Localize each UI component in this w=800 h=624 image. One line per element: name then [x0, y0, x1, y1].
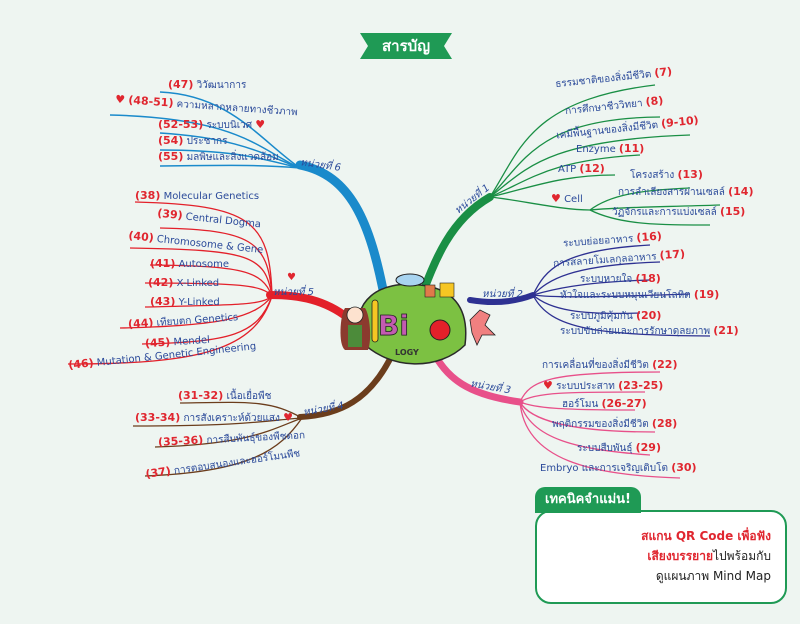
unit-6-trunk [295, 160, 390, 305]
unit-4-trunk [297, 352, 395, 420]
topic-item[interactable]: (52-53) ระบบนิเวศ ♥ [158, 118, 266, 132]
page-title: สารบัญ [382, 37, 430, 55]
topic-subitem[interactable]: วัฏจักรและการแบ่งเซลล์ (15) [612, 205, 746, 219]
unit-6-twigs [109, 91, 301, 169]
crab-icon [424, 284, 436, 298]
tip-text: สแกน QR Code เพื่อฟัง เสียงบรรยายไปพร้อม… [641, 529, 771, 583]
center-biology-illustration: Bi LOGY [340, 273, 496, 365]
heart-icon: ♥ [114, 92, 126, 107]
unit-5-twigs [67, 201, 273, 365]
topic-item[interactable]: (33-34) การสังเคราะห์ด้วยแสง ♥ [135, 411, 293, 425]
topic-item[interactable]: ระบบขับถ่ายและการรักษาดุลยภาพ (21) [560, 324, 739, 338]
topic-item[interactable]: ระบบสืบพันธุ์ (29) [577, 441, 661, 455]
unit-1-twigs [489, 84, 721, 226]
heart-icon: ♥ [551, 192, 561, 205]
unit-label-2[interactable]: หน่วยที่ 2 [482, 289, 524, 300]
leaf-icon [357, 283, 467, 365]
topic-item[interactable]: ATP (12) [558, 162, 605, 176]
topic-item[interactable]: Embryo และการเจริญเติบโต (30) [540, 461, 697, 475]
apple-icon [429, 319, 451, 341]
fries-icon [439, 282, 455, 298]
heart-icon: ♥ [255, 118, 266, 131]
topic-item[interactable]: (54) ประชากร [158, 134, 228, 148]
starfish-icon [469, 309, 496, 346]
tip-box: สแกน QR Code เพื่อฟัง เสียงบรรยายไปพร้อม… [535, 510, 787, 604]
unit-5-trunk [266, 291, 352, 322]
unit-1-trunk [416, 193, 494, 304]
topic-subitem[interactable]: การลำเลียงสารผ่านเซลล์ (14) [618, 185, 754, 199]
topic-item[interactable]: Enzyme (11) [576, 142, 645, 156]
title-ribbon: สารบัญ [360, 33, 452, 59]
heart-icon: ♥ [543, 379, 553, 392]
heart-icon: ♥ [283, 411, 293, 424]
topic-item[interactable]: (42) X-Linked [148, 276, 220, 290]
heart-icon: ♥ [287, 272, 296, 283]
unit-2-trunk [467, 292, 536, 306]
svg-text:LOGY: LOGY [395, 348, 419, 357]
svg-text:Bi: Bi [378, 309, 409, 342]
unit-3-twigs [519, 371, 681, 479]
topic-item[interactable]: ♥ Cell [551, 192, 583, 206]
topic-item[interactable]: ระบบหายใจ (18) [580, 272, 661, 286]
topic-item[interactable]: (55) มลพิษและสิ่งแวดล้อม [158, 150, 279, 164]
topic-item[interactable]: ♥ ระบบประสาท (23-25) [543, 379, 664, 393]
unit-2-twigs [532, 244, 711, 337]
girl-icon [340, 306, 371, 350]
caterpillar-icon [371, 299, 379, 343]
unit-4-twigs [132, 401, 303, 477]
topic-item[interactable]: (38) Molecular Genetics [135, 189, 260, 203]
topic-item[interactable]: การเคลื่อนที่ของสิ่งมีชีวิต (22) [542, 358, 678, 372]
topic-item[interactable]: ฮอร์โมน (26-27) [562, 397, 647, 411]
fish-icon [395, 273, 425, 287]
topic-item[interactable]: พฤติกรรมของสิ่งมีชีวิต (28) [552, 417, 678, 431]
topic-item[interactable]: ระบบภูมิคุ้มกัน (20) [570, 309, 662, 323]
topic-item[interactable]: (41) Autosome [150, 257, 230, 271]
unit-label-5[interactable]: ♥ หน่วยที่ 5 [273, 272, 315, 298]
topic-item[interactable]: (43) Y-Linked [150, 295, 220, 309]
topic-item[interactable]: (31-32) เนื้อเยื่อพืช [178, 389, 272, 403]
topic-item[interactable]: (47) วิวัฒนาการ [168, 78, 247, 92]
tip-header: เทคนิคจำแม่น! [535, 487, 641, 513]
topic-subitem[interactable]: โครงสร้าง (13) [630, 168, 703, 182]
topic-item[interactable]: หัวใจและระบบหมุนเวียนโลหิต (19) [560, 288, 720, 302]
